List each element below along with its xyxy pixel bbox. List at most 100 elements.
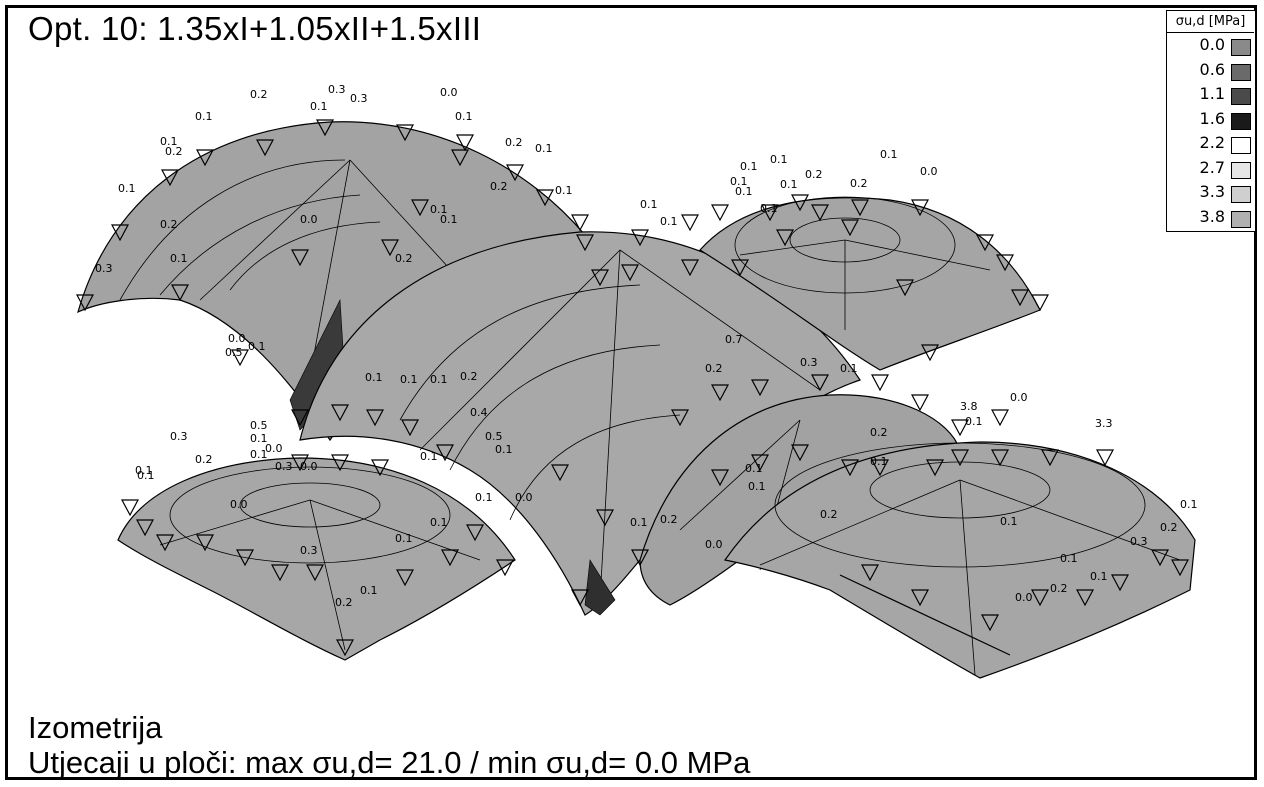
stress-value-label: 0.5 [225,346,243,359]
support-triangle [791,194,809,212]
support-triangle [951,419,969,437]
stress-value-label: 0.2 [820,508,838,521]
support-triangle [411,199,429,217]
stress-value-label: 0.0 [265,442,283,455]
support-triangle [681,214,699,232]
legend-item: 0.6 [1167,58,1255,82]
stress-value-label: 0.0 [228,332,246,345]
support-triangle [401,419,419,437]
support-triangle [576,234,594,252]
legend-value: 1.6 [1199,108,1225,128]
support-triangle [921,344,939,362]
legend-item: 1.6 [1167,107,1255,131]
support-triangle [841,219,859,237]
legend-value: 2.2 [1199,133,1225,152]
stress-value-label: 0.2 [335,596,353,609]
legend-item: 3.8 [1167,205,1255,229]
support-triangle [331,404,349,422]
stress-value-label: 0.0 [705,538,723,551]
support-triangle [316,119,334,137]
stress-value-label: 0.1 [630,516,648,529]
stress-value-label: 0.1 [395,532,413,545]
support-triangle [271,564,289,582]
support-triangle [591,269,609,287]
support-triangle [536,189,554,207]
stress-value-label: 0.1 [310,100,328,113]
support-triangle [911,589,929,607]
support-triangle [496,559,514,577]
stress-value-label: 0.1 [760,202,778,215]
support-triangle [291,409,309,427]
support-triangle [841,459,859,477]
legend-swatch [1231,88,1251,105]
stress-value-label: 0.2 [250,88,268,101]
support-triangle [506,164,524,182]
support-triangle [621,264,639,282]
stress-value-label: 0.1 [555,184,573,197]
support-triangle [1031,294,1049,312]
support-triangle [1011,289,1029,307]
stress-value-label: 0.0 [1015,591,1033,604]
stress-value-label: 0.2 [195,453,213,466]
stress-value-label: 0.1 [430,373,448,386]
stress-value-label: 0.1 [965,415,983,428]
stress-value-label: 0.1 [495,443,513,456]
legend-title: σu,d [MPa] [1167,11,1254,33]
legend-swatch [1231,112,1251,130]
stress-value-label: 0.3 [328,83,346,96]
support-triangle [1031,589,1049,607]
stress-value-label: 0.2 [660,513,678,526]
legend-item: 2.2 [1167,131,1255,155]
support-triangle [851,199,869,217]
stress-value-label: 0.1 [475,491,493,504]
stress-value-label: 0.3 [800,356,818,369]
support-triangle [441,549,459,567]
stress-value-label: 0.2 [395,252,413,265]
stress-value-label: 0.1 [118,182,136,195]
support-triangle [711,204,729,222]
support-triangle [451,149,469,167]
stress-value-label: 0.1 [170,252,188,265]
support-triangle [156,534,174,552]
stress-value-label: 0.1 [870,455,888,468]
stress-value-label: 0.0 [300,460,318,473]
stress-value-label: 0.2 [1160,521,1178,534]
stress-value-label: 0.1 [535,142,553,155]
support-triangle [121,499,139,517]
stress-value-label: 0.1 [1090,570,1108,583]
support-triangle [671,409,689,427]
stress-value-label: 0.3 [170,430,188,443]
stress-value-label: 0.2 [805,168,823,181]
legend-swatch [1231,210,1251,228]
stress-value-label: 0.1 [740,160,758,173]
stress-value-label: 0.1 [195,110,213,123]
legend-item: 1.1 [1167,82,1255,106]
stress-value-label: 0.2 [165,145,183,158]
support-triangle [1096,449,1114,467]
support-triangle [911,199,929,217]
stress-value-label: 0.2 [870,426,888,439]
support-triangle [396,569,414,587]
support-triangle [306,564,324,582]
stress-value-label: 0.3 [1130,535,1148,548]
dome-bottom-left [117,457,516,661]
support-triangle [456,134,474,152]
support-triangle [1151,549,1169,567]
support-triangle [231,349,249,367]
support-triangle [331,454,349,472]
stress-value-label: 0.4 [470,406,488,419]
support-triangle [161,169,179,187]
legend-value: 1.1 [1199,84,1225,103]
stress-value-label: 0.1 [660,215,678,228]
support-triangle [731,259,749,277]
stress-value-label: 0.1 [365,371,383,384]
support-markers [76,119,1189,657]
stress-value-label: 0.0 [230,498,248,511]
support-triangle [896,279,914,297]
support-triangle [711,384,729,402]
stress-value-label: 0.1 [400,373,418,386]
legend-value: 0.0 [1199,35,1225,54]
stress-value-label: 0.3 [300,544,318,557]
